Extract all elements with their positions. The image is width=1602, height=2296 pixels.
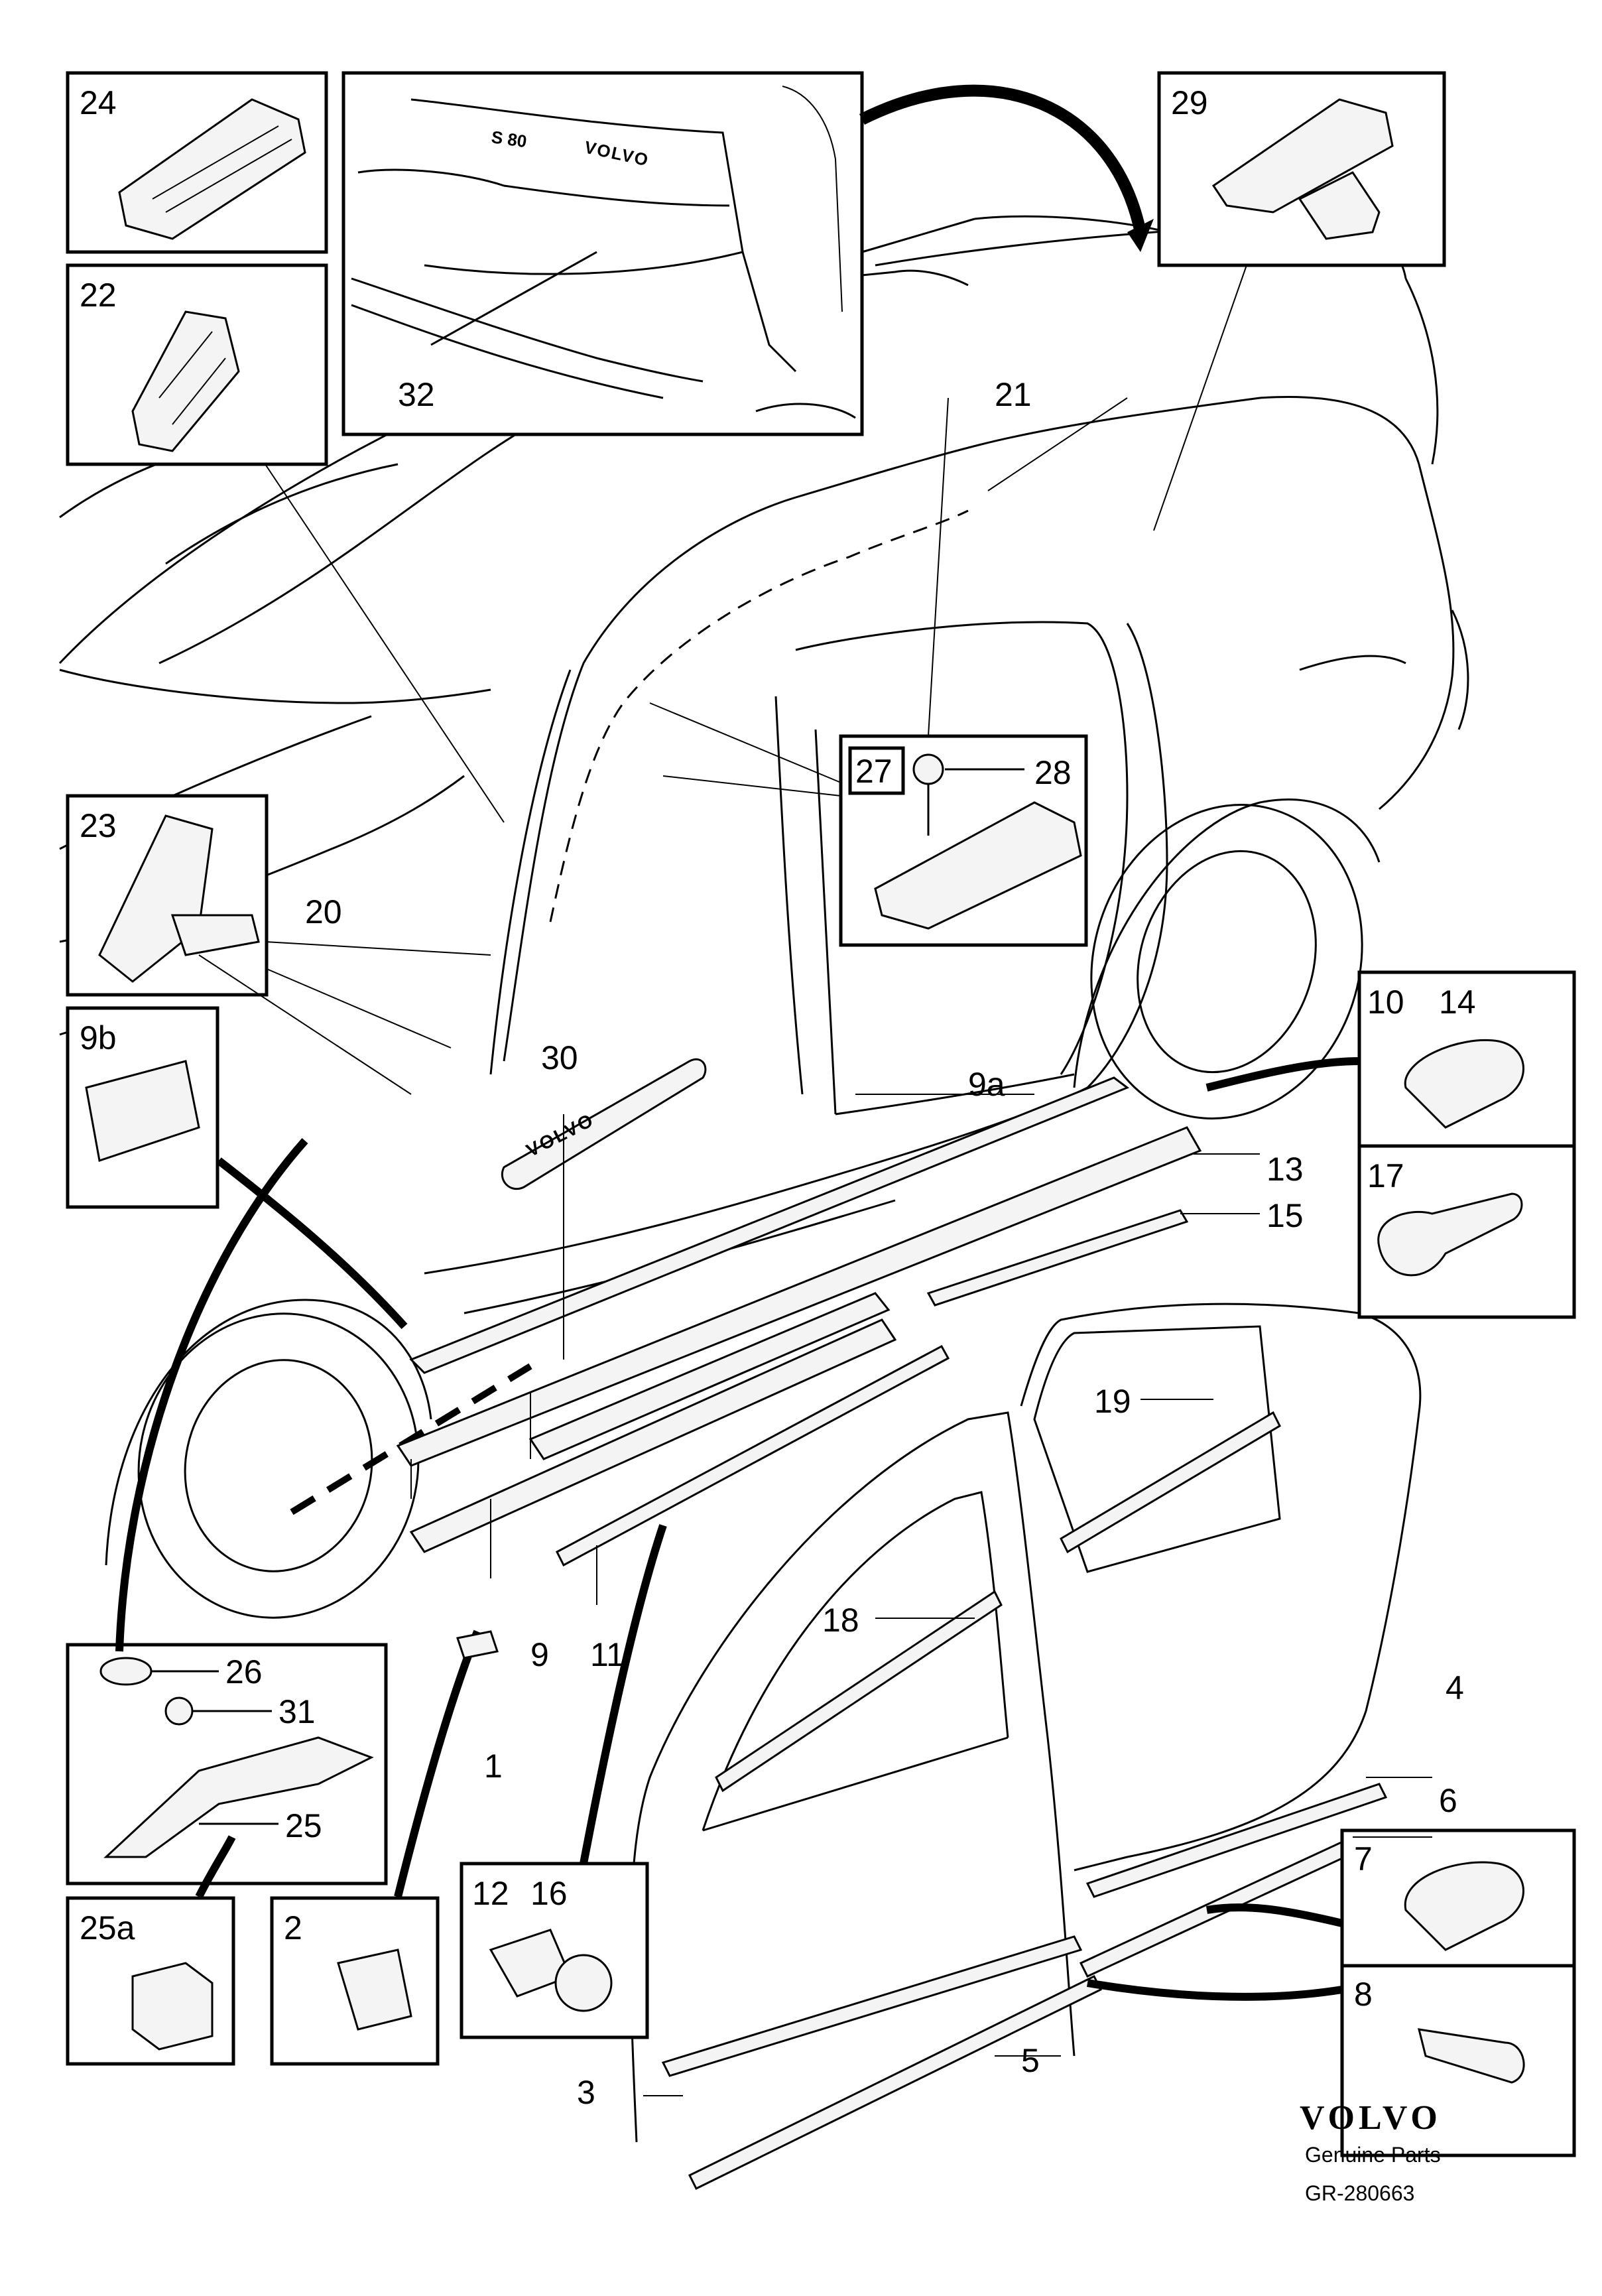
inset-box-10-14-17: 10 14 17 <box>1357 970 1576 1319</box>
inset-box-24: 24 <box>66 71 328 254</box>
leader-lines <box>198 265 1432 2096</box>
callout-18: 18 <box>822 1602 859 1639</box>
callout-9a: 9a <box>968 1066 1005 1103</box>
callout-16: 16 <box>530 1875 568 1912</box>
callout-11: 11 <box>590 1636 625 1673</box>
callout-27: 27 <box>855 753 893 790</box>
callout-9: 9 <box>530 1636 549 1673</box>
callout-26: 26 <box>225 1653 263 1690</box>
callout-5: 5 <box>1021 2042 1040 2079</box>
callout-17: 17 <box>1367 1157 1404 1194</box>
callout-32: 32 <box>398 376 435 413</box>
inset-box-25-26-31: 26 31 25 <box>66 1643 388 1885</box>
callout-21: 21 <box>995 376 1032 413</box>
inset-box-12-16: 12 16 <box>460 1862 649 2039</box>
inset-box-29: 29 <box>1157 71 1446 267</box>
sill-mouldings: VOLVO <box>396 1058 1202 1567</box>
callout-9b: 9b <box>80 1019 117 1056</box>
callout-14: 14 <box>1439 984 1476 1021</box>
callout-23: 23 <box>80 807 117 844</box>
inset-box-7-8: 7 8 <box>1340 1828 1576 2157</box>
callout-6: 6 <box>1439 1782 1457 1819</box>
callout-19: 19 <box>1094 1383 1131 1420</box>
callout-24: 24 <box>80 84 117 121</box>
main-callouts: 21 20 30 9a 13 15 19 18 9 11 1 4 6 5 3 <box>305 376 1464 2111</box>
inset-box-23: 23 <box>66 794 269 997</box>
trunk-model-text: S 80 <box>490 127 528 151</box>
footer: VOLVO Genuine Parts GR-280663 <box>1300 2099 1442 2205</box>
callout-30: 30 <box>541 1039 578 1076</box>
callout-25: 25 <box>285 1807 322 1844</box>
arrows <box>115 84 1360 2001</box>
callout-4: 4 <box>1446 1669 1464 1706</box>
callout-29: 29 <box>1171 84 1208 121</box>
inset-box-2: 2 <box>270 1896 440 2066</box>
inset-box-22: 22 <box>66 263 328 466</box>
inset-box-27-28: 27 28 <box>839 734 1088 947</box>
callout-22: 22 <box>80 277 117 314</box>
footer-reference: GR-280663 <box>1305 2181 1414 2205</box>
footer-genuine-parts: Genuine Parts <box>1305 2143 1441 2167</box>
callout-15: 15 <box>1266 1197 1304 1234</box>
footer-brand: VOLVO <box>1300 2099 1442 2137</box>
inset-box-32: VOLVO S 80 32 <box>341 71 864 436</box>
inset-box-9b: 9b <box>66 1006 219 1209</box>
callout-8: 8 <box>1354 1976 1373 2013</box>
callout-20: 20 <box>305 893 342 930</box>
callout-3: 3 <box>577 2074 595 2111</box>
callout-10: 10 <box>1367 984 1404 1021</box>
callout-2: 2 <box>284 1909 302 1946</box>
inset-box-25a: 25a <box>66 1896 235 2066</box>
callout-12: 12 <box>472 1875 509 1912</box>
callout-1: 1 <box>484 1748 503 1785</box>
callout-13: 13 <box>1266 1151 1304 1188</box>
callout-25a: 25a <box>80 1909 135 1946</box>
callout-7: 7 <box>1354 1840 1373 1878</box>
callout-31: 31 <box>278 1693 316 1730</box>
callout-28: 28 <box>1034 754 1072 791</box>
